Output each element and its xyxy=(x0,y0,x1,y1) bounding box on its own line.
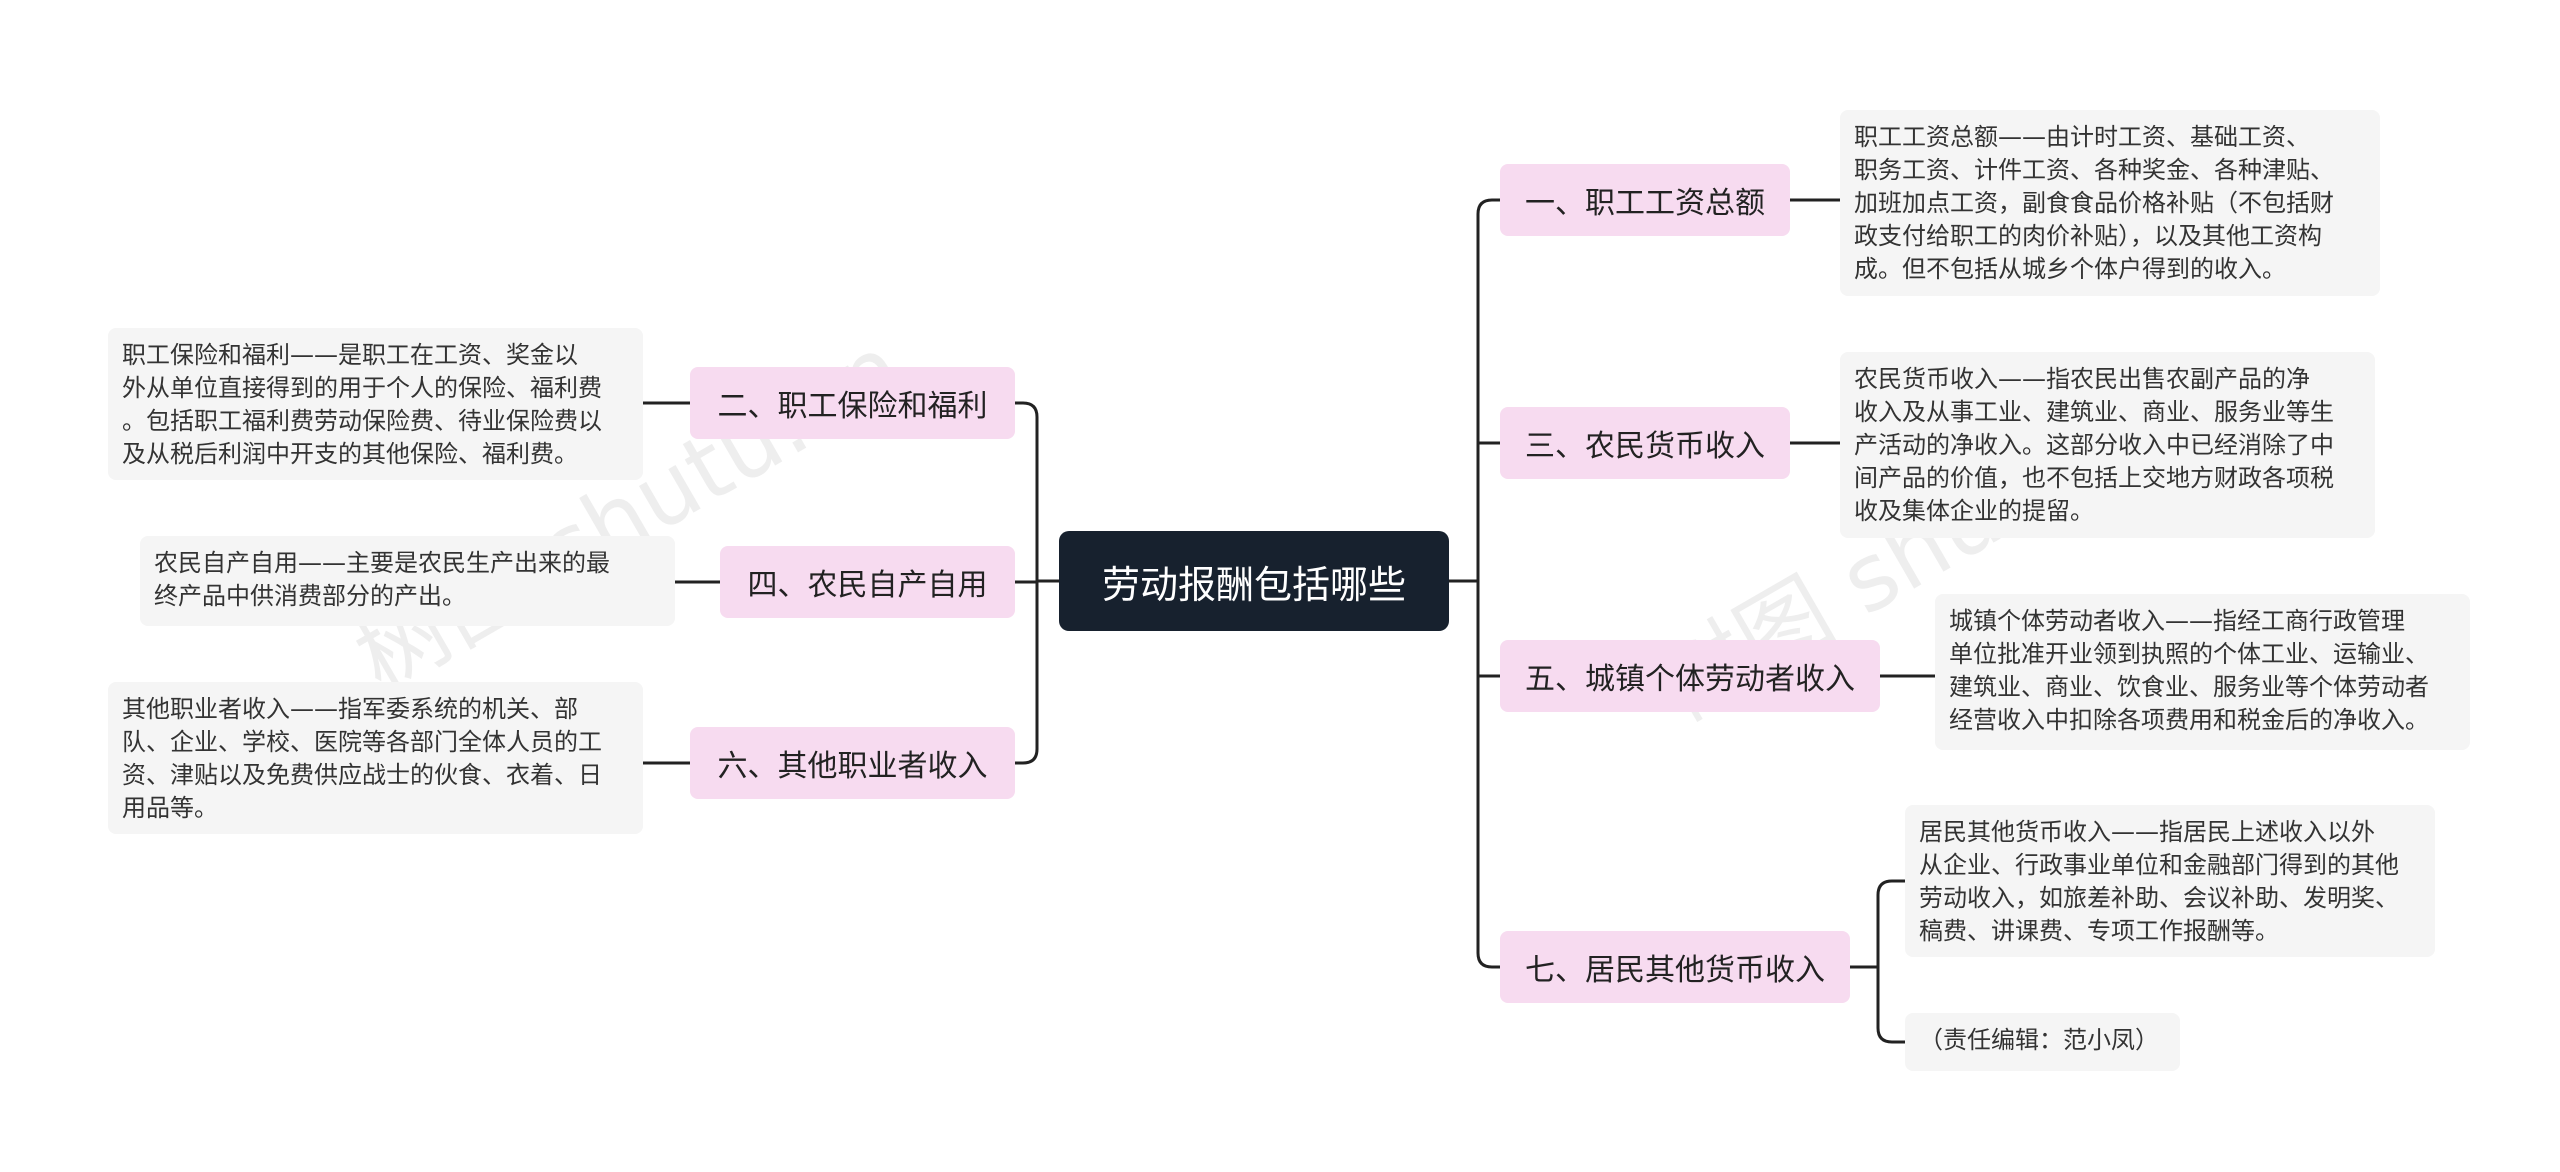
topic-4-self-consumption[interactable]: 四、农民自产自用 xyxy=(720,546,1015,618)
detail-1-wage-total: 职工工资总额——由计时工资、基础工资、 职务工资、计件工资、各种奖金、各种津贴、… xyxy=(1840,110,2380,296)
detail-4-self-consumption: 农民自产自用——主要是农民生产出来的最 终产品中供消费部分的产出。 xyxy=(140,536,675,626)
topic-3-farmer-cash-income[interactable]: 三、农民货币收入 xyxy=(1500,407,1790,479)
topic-6-other-occupations[interactable]: 六、其他职业者收入 xyxy=(690,727,1015,799)
detail-2-insurance-welfare: 职工保险和福利——是职工在工资、奖金以 外从单位直接得到的用于个人的保险、福利费… xyxy=(108,328,643,480)
topic-7-other-cash-income[interactable]: 七、居民其他货币收入 xyxy=(1500,931,1850,1003)
editor-note: （责任编辑：范小凤） xyxy=(1905,1013,2180,1071)
topic-1-wage-total[interactable]: 一、职工工资总额 xyxy=(1500,164,1790,236)
detail-6-other-occupations: 其他职业者收入——指军委系统的机关、部 队、企业、学校、医院等各部门全体人员的工… xyxy=(108,682,643,834)
detail-7-other-cash-income: 居民其他货币收入——指居民上述收入以外 从企业、行政事业单位和金融部门得到的其他… xyxy=(1905,805,2435,957)
connector-right-trunk xyxy=(1476,198,1502,969)
topic-2-insurance-welfare[interactable]: 二、职工保险和福利 xyxy=(690,367,1015,439)
detail-3-farmer-cash-income: 农民货币收入——指农民出售农副产品的净 收入及从事工业、建筑业、商业、服务业等生… xyxy=(1840,352,2375,538)
connector-topic-7-bracket xyxy=(1876,879,1907,1044)
root-topic[interactable]: 劳动报酬包括哪些 xyxy=(1059,531,1449,631)
detail-5-urban-self-employed: 城镇个体劳动者收入——指经工商行政管理 单位批准开业领到执照的个体工业、运输业、… xyxy=(1935,594,2470,750)
topic-5-urban-self-employed[interactable]: 五、城镇个体劳动者收入 xyxy=(1500,640,1880,712)
